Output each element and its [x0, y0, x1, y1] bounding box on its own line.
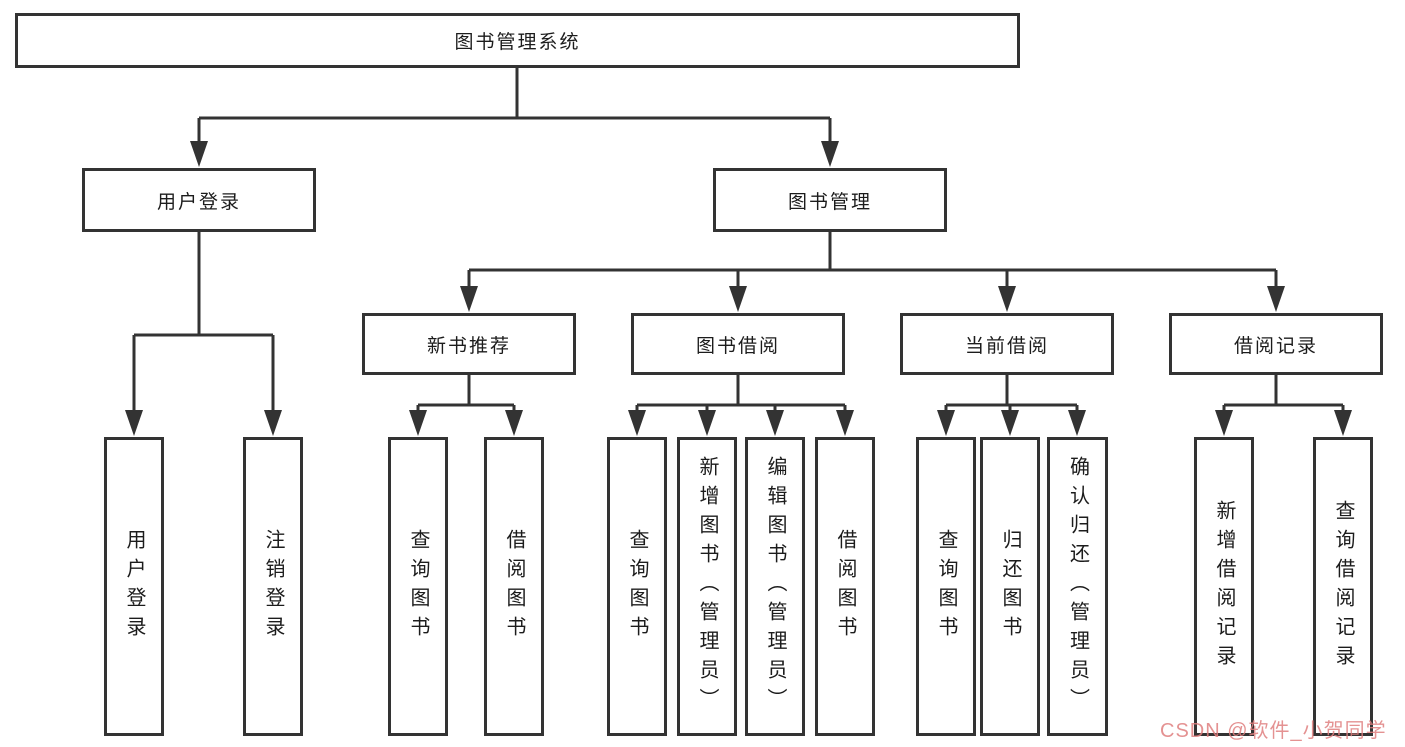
leaf-query-books-borrow: 查询图书: [607, 437, 667, 736]
leaf-label: 编辑图书（管理员）: [764, 456, 786, 717]
node-current-borrow: 当前借阅: [900, 313, 1114, 375]
leaf-borrow-books: 借阅图书: [815, 437, 875, 736]
node-root-system: 图书管理系统: [15, 13, 1020, 68]
leaf-label: 用户登录: [123, 528, 145, 645]
node-book-management: 图书管理: [713, 168, 947, 232]
node-book-borrow: 图书借阅: [631, 313, 845, 375]
leaf-return-books: 归还图书: [980, 437, 1040, 736]
leaf-add-books-admin: 新增图书（管理员）: [677, 437, 737, 736]
leaf-label: 查询图书: [407, 528, 429, 645]
leaf-user-login: 用户登录: [104, 437, 164, 736]
leaf-query-books-recommend: 查询图书: [388, 437, 448, 736]
leaf-add-borrow-record: 新增借阅记录: [1194, 437, 1254, 736]
leaf-edit-books-admin: 编辑图书（管理员）: [745, 437, 805, 736]
leaf-label: 新增图书（管理员）: [696, 456, 718, 717]
leaf-logout: 注销登录: [243, 437, 303, 736]
node-borrow-records: 借阅记录: [1169, 313, 1383, 375]
leaf-label: 查询图书: [626, 528, 648, 645]
leaf-query-books-current: 查询图书: [916, 437, 976, 736]
leaf-label: 借阅图书: [503, 528, 525, 645]
leaf-label: 归还图书: [999, 528, 1021, 645]
node-new-book-recommend: 新书推荐: [362, 313, 576, 375]
leaf-label: 借阅图书: [834, 528, 856, 645]
leaf-label: 查询图书: [935, 528, 957, 645]
leaf-label: 确认归还（管理员）: [1066, 456, 1089, 717]
leaf-label: 查询借阅记录: [1332, 499, 1354, 674]
leaf-query-borrow-record: 查询借阅记录: [1313, 437, 1373, 736]
leaf-confirm-return-admin: 确认归还（管理员）: [1047, 437, 1108, 736]
node-user-login: 用户登录: [82, 168, 316, 232]
leaf-label: 注销登录: [262, 528, 284, 645]
leaf-borrow-books-recommend: 借阅图书: [484, 437, 544, 736]
leaf-label: 新增借阅记录: [1213, 499, 1235, 674]
csdn-watermark: CSDN @软件_小贺同学: [1160, 720, 1387, 742]
